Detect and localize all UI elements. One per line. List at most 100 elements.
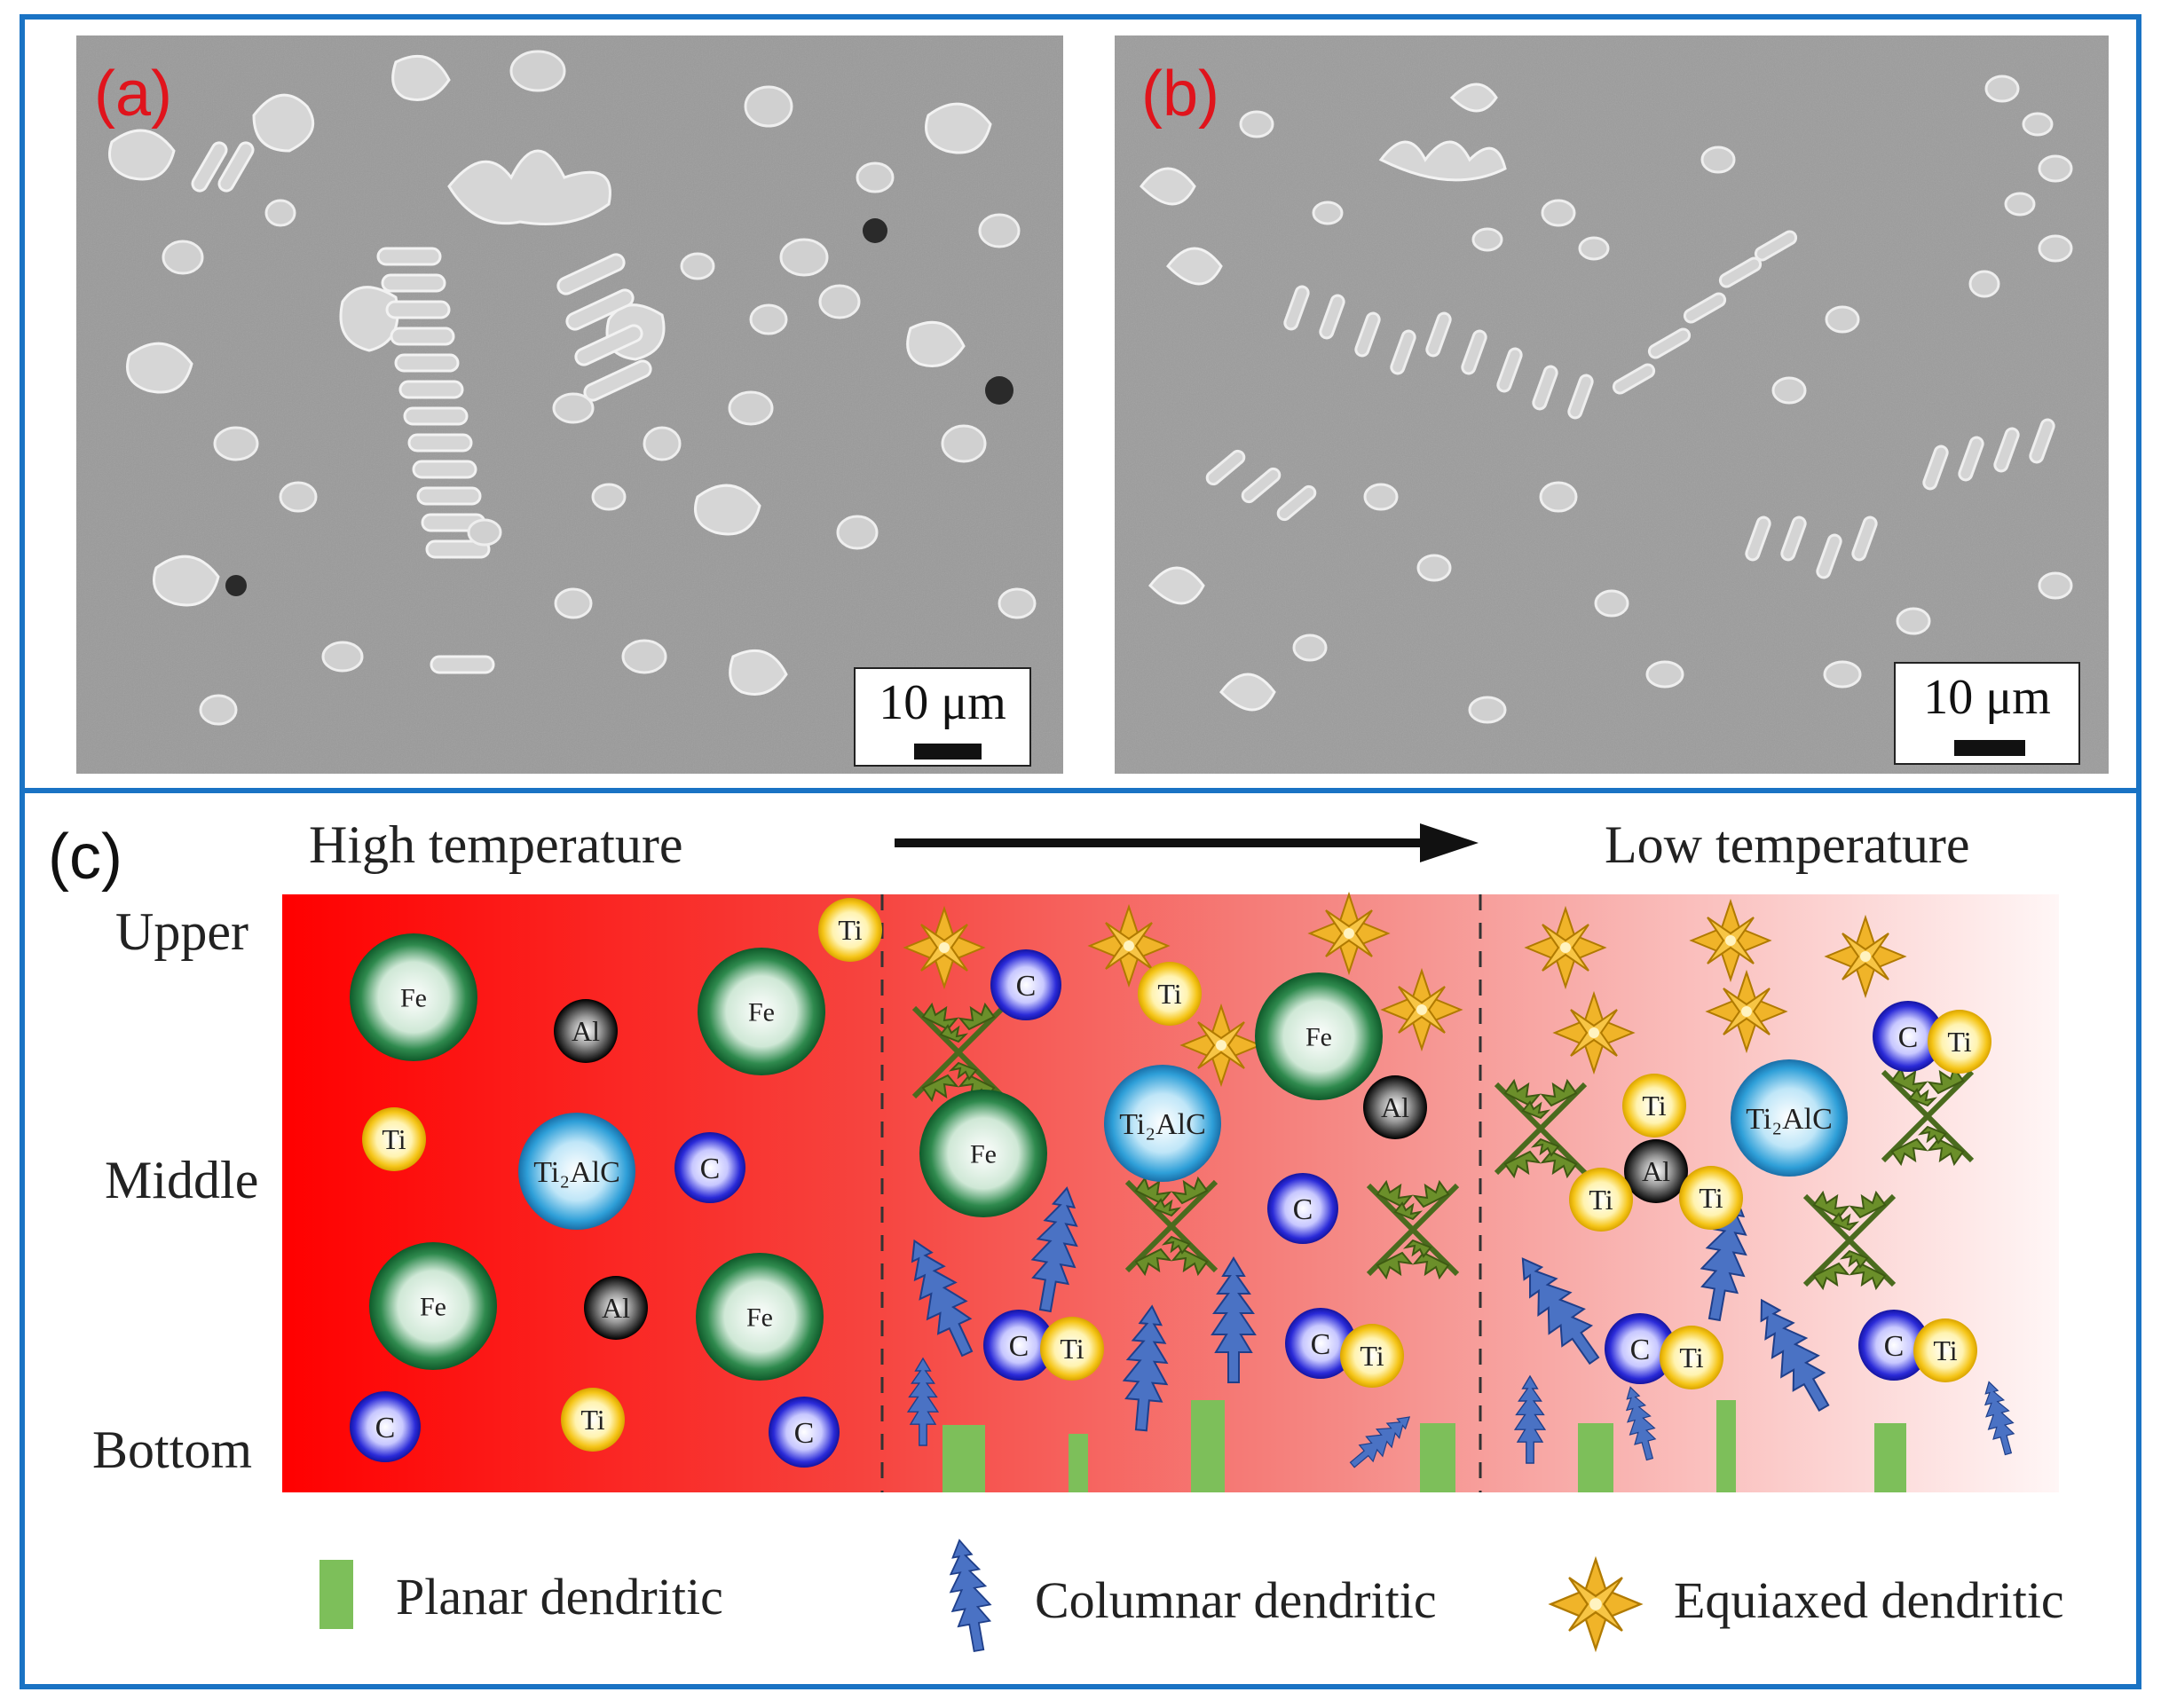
ti-particle-label: Ti bbox=[1589, 1184, 1613, 1216]
fe-particle-label: Fe bbox=[970, 1140, 997, 1169]
ti-particle-label: Ti bbox=[1679, 1342, 1703, 1373]
fe-particle-circle bbox=[696, 1253, 824, 1381]
c-particle-label: C bbox=[375, 1412, 396, 1444]
fe-particle: Fe bbox=[919, 1090, 1047, 1217]
sem-image-b bbox=[1115, 35, 2109, 774]
c-particle: C bbox=[1285, 1308, 1356, 1379]
ti-particle-circle bbox=[362, 1107, 426, 1171]
c-particle-circle bbox=[350, 1391, 421, 1462]
panel-label-c: (c) bbox=[48, 822, 122, 893]
temperature-arrow-head bbox=[1420, 823, 1479, 862]
al-particle-label: Al bbox=[572, 1015, 600, 1047]
ti2alc-particle-label: Ti₂AlC bbox=[533, 1156, 620, 1189]
ti2alc-particle-circle bbox=[1104, 1065, 1221, 1182]
c-particle: C bbox=[990, 949, 1061, 1020]
scale-bar-a bbox=[914, 744, 982, 760]
c-particle: C bbox=[1858, 1310, 1929, 1381]
low-temperature-label: Low temperature bbox=[1605, 815, 1970, 874]
fe-particle-circle bbox=[919, 1090, 1047, 1217]
ti-particle: Ti bbox=[1913, 1318, 1977, 1382]
ti2alc-particle: Ti₂AlC bbox=[1731, 1059, 1848, 1177]
legend-columnar-swatch bbox=[939, 1536, 999, 1655]
al-particle-label: Al bbox=[1381, 1091, 1409, 1123]
planar-dendrite bbox=[1420, 1423, 1455, 1492]
c-particle-circle bbox=[983, 1310, 1054, 1381]
al-particle-circle bbox=[1363, 1075, 1427, 1139]
c-particle-label: C bbox=[794, 1417, 815, 1450]
row-label-middle: Middle bbox=[105, 1151, 259, 1209]
al-particle: Al bbox=[584, 1276, 648, 1340]
ti-particle-label: Ti bbox=[1157, 978, 1181, 1010]
c-particle-circle bbox=[674, 1132, 745, 1203]
c-particle: C bbox=[674, 1132, 745, 1203]
ti-particle-circle bbox=[561, 1388, 625, 1452]
fe-particle: Fe bbox=[350, 933, 477, 1061]
c-particle: C bbox=[983, 1310, 1054, 1381]
row-label-upper: Upper bbox=[115, 902, 248, 961]
legend-columnar-label: Columnar dendritic bbox=[1035, 1571, 1437, 1629]
ti-particle: Ti bbox=[1569, 1168, 1633, 1232]
scale-box-a: 10 μm bbox=[854, 667, 1031, 767]
ti-particle-circle bbox=[1622, 1074, 1686, 1137]
legend-equiaxed-label: Equiaxed dendritic bbox=[1674, 1571, 2064, 1629]
al-particle: Al bbox=[1624, 1139, 1688, 1203]
c-particle: C bbox=[1873, 1001, 1944, 1072]
al-particle-label: Al bbox=[602, 1292, 630, 1324]
planar-dendrite bbox=[942, 1425, 985, 1492]
ti-particle: Ti bbox=[1928, 1010, 1991, 1074]
bottom-panel-frame bbox=[20, 788, 2141, 1689]
ti-particle-label: Ti bbox=[1060, 1333, 1084, 1365]
ti-particle-circle bbox=[1040, 1317, 1104, 1381]
fe-particle-label: Fe bbox=[1305, 1023, 1332, 1052]
ti-particle: Ti bbox=[362, 1107, 426, 1171]
sem-image-a bbox=[76, 35, 1063, 774]
legend-planar-swatch bbox=[319, 1560, 353, 1629]
ti-particle: Ti bbox=[1138, 962, 1202, 1026]
ti2alc-particle-circle bbox=[1731, 1059, 1848, 1177]
scale-bar-b bbox=[1954, 740, 2025, 756]
c-particle: C bbox=[1267, 1173, 1338, 1244]
ti-particle-circle bbox=[1660, 1326, 1723, 1389]
fe-particle: Fe bbox=[1255, 972, 1383, 1100]
ti-particle-circle bbox=[1340, 1324, 1404, 1388]
planar-dendrite bbox=[1069, 1434, 1088, 1492]
ti-particle: Ti bbox=[818, 898, 882, 962]
c-particle: C bbox=[350, 1391, 421, 1462]
ti-particle-circle bbox=[1569, 1168, 1633, 1232]
ti-particle: Ti bbox=[1040, 1317, 1104, 1381]
panel-label-b: (b) bbox=[1141, 59, 1219, 130]
planar-dendrite bbox=[1191, 1400, 1225, 1492]
ti-particle: Ti bbox=[1660, 1326, 1723, 1389]
c-particle-circle bbox=[1858, 1310, 1929, 1381]
ti-particle: Ti bbox=[1622, 1074, 1686, 1137]
fe-particle-label: Fe bbox=[420, 1293, 446, 1322]
al-particle: Al bbox=[1363, 1075, 1427, 1139]
ti-particle-circle bbox=[1138, 962, 1202, 1026]
ti-particle-label: Ti bbox=[1947, 1026, 1971, 1058]
scale-text-b: 10 μm bbox=[1923, 670, 2051, 725]
panel-label-a: (a) bbox=[94, 59, 172, 130]
ti-particle-label: Ti bbox=[1699, 1182, 1723, 1214]
legend-equiaxed-swatch bbox=[1550, 1558, 1642, 1650]
ti2alc-particle: Ti₂AlC bbox=[518, 1113, 635, 1230]
ti-particle-circle bbox=[1913, 1318, 1977, 1382]
ti-particle: Ti bbox=[1340, 1324, 1404, 1388]
ti-particle-label: Ti bbox=[1642, 1090, 1666, 1122]
planar-dendrite bbox=[1716, 1400, 1736, 1492]
ti-particle-label: Ti bbox=[1933, 1334, 1957, 1366]
al-particle-circle bbox=[554, 999, 618, 1063]
high-temperature-label: High temperature bbox=[309, 815, 683, 874]
ti2alc-particle-label: Ti₂AlC bbox=[1119, 1108, 1206, 1141]
fe-particle: Fe bbox=[696, 1253, 824, 1381]
al-particle-circle bbox=[584, 1276, 648, 1340]
ti-particle-label: Ti bbox=[838, 914, 862, 946]
c-particle-circle bbox=[769, 1397, 840, 1468]
c-particle-circle bbox=[1873, 1001, 1944, 1072]
ti2alc-particle: Ti₂AlC bbox=[1104, 1065, 1221, 1182]
ti-particle-label: Ti bbox=[382, 1123, 406, 1155]
fe-particle: Fe bbox=[698, 948, 825, 1075]
c-particle-circle bbox=[1605, 1313, 1676, 1384]
ti2alc-particle-label: Ti₂AlC bbox=[1746, 1103, 1833, 1136]
